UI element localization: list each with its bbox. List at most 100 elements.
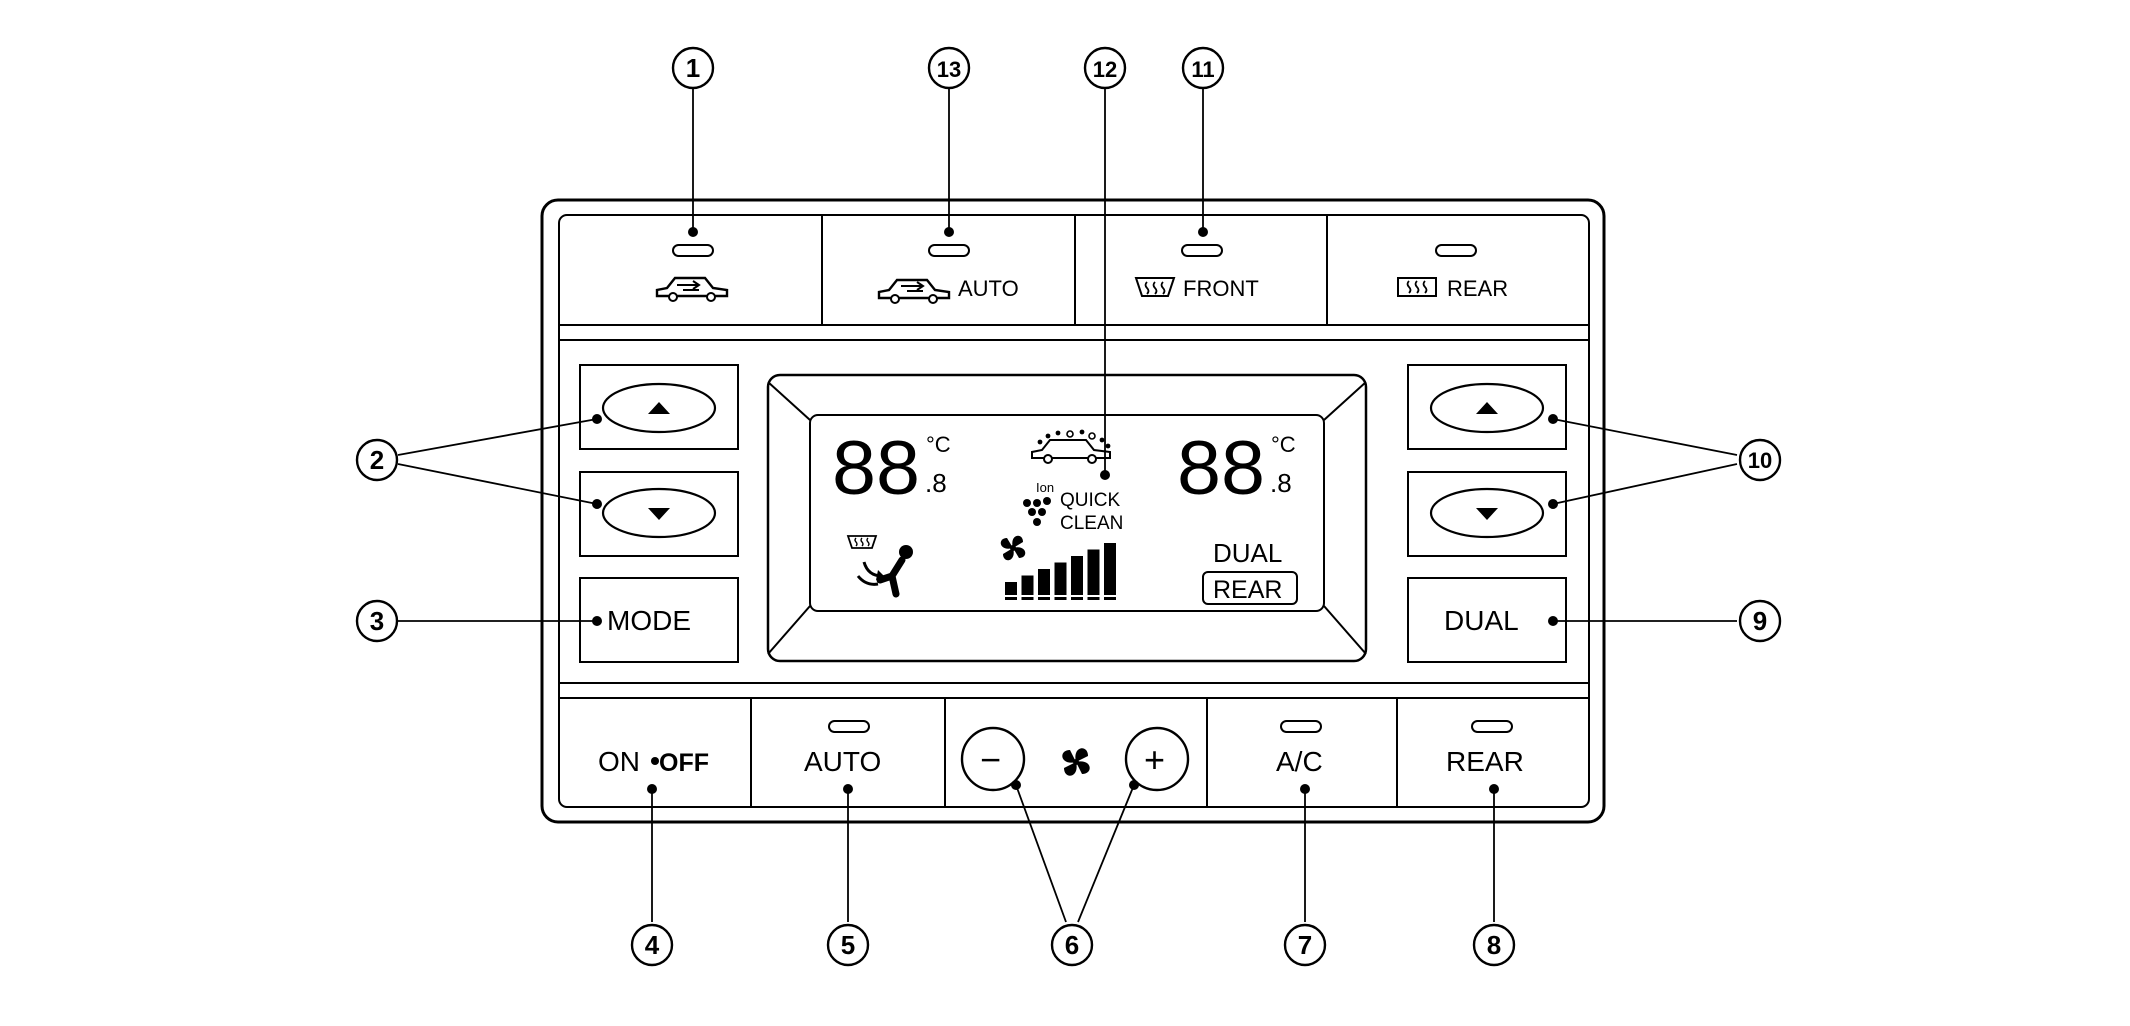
right-temp-digits: 88 bbox=[1177, 426, 1265, 511]
ion-label: Ion bbox=[1036, 480, 1054, 495]
svg-text:10: 10 bbox=[1748, 448, 1772, 473]
ac-button[interactable]: A/C bbox=[1208, 699, 1396, 806]
fan-speed-bar-gap bbox=[1038, 595, 1050, 597]
auto-recirculation-button[interactable]: AUTO bbox=[823, 216, 1074, 324]
fan-speed-bars bbox=[1005, 543, 1116, 600]
rear-button-label: REAR bbox=[1446, 746, 1524, 777]
fan-plus-label: + bbox=[1144, 739, 1165, 780]
clean-label: CLEAN bbox=[1060, 513, 1123, 534]
up-arrow-icon bbox=[648, 402, 670, 414]
svg-text:8: 8 bbox=[1487, 930, 1501, 960]
display-dual-label: DUAL bbox=[1213, 538, 1282, 568]
auto-button[interactable]: AUTO bbox=[752, 699, 944, 806]
callout-2: 2 bbox=[355, 438, 399, 482]
callout-13: 13 bbox=[927, 46, 971, 90]
ac-indicator-lamp bbox=[1280, 720, 1322, 733]
callout-9: 9 bbox=[1738, 599, 1782, 643]
dual-button[interactable]: DUAL bbox=[1407, 577, 1567, 663]
fan-speed-bar bbox=[1054, 562, 1067, 600]
callout-1: 1 bbox=[671, 46, 715, 90]
callout-6: 6 bbox=[1050, 923, 1094, 967]
rear-defrost-label: REAR bbox=[1447, 276, 1508, 301]
on-off-button[interactable]: ON OFF bbox=[560, 699, 750, 806]
auto-label: AUTO bbox=[804, 746, 881, 777]
display-fan-icon bbox=[1000, 535, 1026, 561]
lcd-display: 88 °C .8 88 °C .8 Ion bbox=[766, 373, 1368, 663]
right-button-column: DUAL bbox=[1407, 364, 1567, 663]
fan-speed-bar bbox=[1021, 575, 1034, 600]
fan-speed-control: − + bbox=[960, 726, 1190, 792]
fan-speed-bar bbox=[1071, 556, 1083, 600]
top-button-row: AUTO FRONT REAR bbox=[560, 215, 1588, 325]
auto-recirc-label: AUTO bbox=[958, 276, 1019, 301]
svg-text:4: 4 bbox=[645, 930, 660, 960]
auto-recirc-indicator-lamp bbox=[928, 244, 970, 257]
left-temp-up-button[interactable] bbox=[579, 364, 739, 450]
svg-text:12: 12 bbox=[1093, 57, 1117, 82]
callouts: 1 13 12 11 2 3 4 5 bbox=[355, 46, 1782, 967]
bottom-button-row: ON OFF AUTO − + bbox=[560, 698, 1588, 807]
on-label: ON bbox=[598, 746, 640, 777]
display-rear-frame bbox=[1202, 571, 1298, 605]
rear-defrost-button[interactable]: REAR bbox=[1328, 216, 1588, 324]
fan-minus-button[interactable]: − bbox=[960, 726, 1026, 792]
front-defrost-indicator-lamp bbox=[1181, 244, 1223, 257]
svg-text:13: 13 bbox=[937, 57, 961, 82]
right-temp-unit: °C bbox=[1271, 432, 1296, 457]
fan-speed-bar bbox=[1087, 549, 1100, 600]
fan-icon bbox=[1062, 748, 1090, 776]
left-temperature-readout: 88 °C .8 bbox=[832, 426, 951, 511]
left-temp-digits: 88 bbox=[832, 426, 920, 511]
airflow-mode-icon bbox=[846, 535, 913, 598]
svg-text:11: 11 bbox=[1191, 57, 1214, 82]
ac-label: A/C bbox=[1276, 746, 1323, 777]
mode-button[interactable]: MODE bbox=[579, 577, 739, 663]
ion-quick-clean-indicator: Ion QUICK CLEAN bbox=[1023, 480, 1123, 534]
fan-speed-bar-gap bbox=[1104, 595, 1116, 597]
svg-text:5: 5 bbox=[841, 930, 855, 960]
svg-text:7: 7 bbox=[1298, 930, 1312, 960]
leader-dots bbox=[592, 227, 1558, 794]
leader-lines bbox=[397, 88, 1738, 923]
quick-label: QUICK bbox=[1060, 490, 1121, 511]
right-temp-up-button[interactable] bbox=[1407, 364, 1567, 450]
left-button-column: MODE bbox=[579, 364, 739, 663]
fan-speed-bar bbox=[1104, 543, 1116, 600]
svg-text:3: 3 bbox=[370, 606, 384, 636]
quick-clean-car-icon bbox=[1031, 429, 1111, 464]
callout-12: 12 bbox=[1083, 46, 1127, 90]
fan-speed-bar bbox=[1038, 569, 1050, 600]
on-off-separator-dot bbox=[651, 757, 659, 765]
callout-5: 5 bbox=[826, 923, 870, 967]
svg-text:2: 2 bbox=[370, 445, 384, 475]
right-temp-down-button[interactable] bbox=[1407, 471, 1567, 557]
fan-speed-bar-gap bbox=[1054, 595, 1067, 597]
recirculation-indicator-lamp bbox=[672, 244, 714, 257]
rear-button[interactable]: REAR bbox=[1398, 699, 1588, 806]
fan-speed-bar-gap bbox=[1087, 595, 1100, 597]
callout-11: 11 bbox=[1181, 46, 1225, 90]
recirculation-car-icon bbox=[655, 276, 729, 302]
rear-defrost-indicator-lamp bbox=[1435, 244, 1477, 257]
ion-cluster-icon bbox=[1023, 497, 1051, 526]
fan-plus-button[interactable]: + bbox=[1124, 726, 1190, 792]
right-temp-decimal: .8 bbox=[1270, 468, 1292, 498]
callout-4: 4 bbox=[630, 923, 674, 967]
front-defrost-label: FRONT bbox=[1183, 276, 1259, 301]
recirculation-button[interactable] bbox=[560, 216, 821, 324]
front-defrost-icon bbox=[1134, 277, 1176, 297]
svg-text:6: 6 bbox=[1065, 930, 1079, 960]
left-temp-unit: °C bbox=[926, 432, 951, 457]
display-rear-label: REAR bbox=[1213, 576, 1282, 604]
rear-indicator-lamp bbox=[1471, 720, 1513, 733]
left-temp-down-button[interactable] bbox=[579, 471, 739, 557]
right-temperature-readout: 88 °C .8 bbox=[1177, 426, 1296, 511]
fan-speed-bar bbox=[1005, 582, 1017, 600]
down-arrow-icon bbox=[1476, 508, 1498, 520]
fan-speed-bar-gap bbox=[1071, 595, 1083, 597]
off-label: OFF bbox=[659, 749, 709, 777]
fan-minus-label: − bbox=[980, 739, 1001, 780]
front-defrost-button[interactable]: FRONT bbox=[1076, 216, 1326, 324]
